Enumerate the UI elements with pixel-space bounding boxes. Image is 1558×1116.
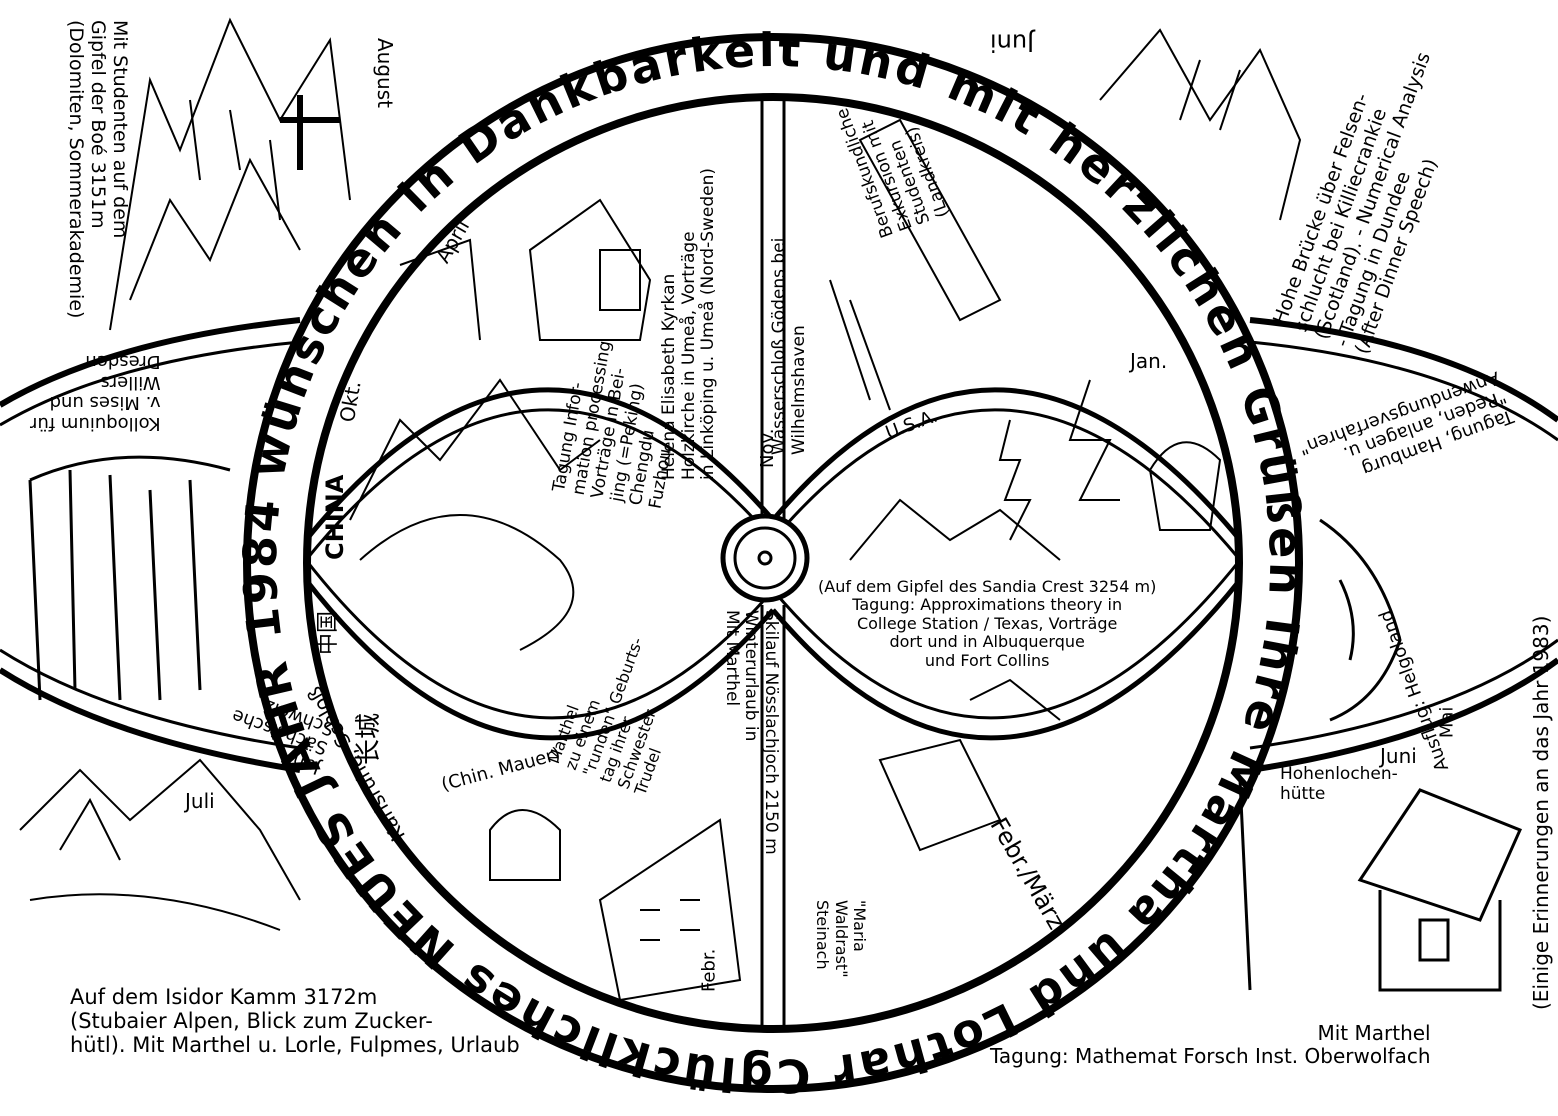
chalet-sketch-steinach bbox=[878, 678, 1061, 852]
mountain-sketch-top-left bbox=[109, 17, 351, 331]
church-sketch-april bbox=[399, 198, 652, 341]
china-mountains-sketch bbox=[349, 378, 601, 651]
cliffs-left-band bbox=[28, 455, 231, 701]
china-label: CHINA bbox=[321, 474, 349, 560]
bridge-sketch-nov bbox=[829, 118, 1002, 411]
ring-greeting-text: glückliches NEUES JAHR 1984 wünschen in … bbox=[0, 0, 1310, 1103]
month-febr: Febr. bbox=[698, 948, 720, 993]
month-august: August bbox=[373, 38, 397, 108]
wheel bbox=[243, 33, 1303, 1093]
month-juni-bottom: Juni bbox=[1380, 744, 1417, 768]
castle-sketch-karlsruhe bbox=[489, 809, 742, 1002]
hut-sketch-bottom-right bbox=[1238, 779, 1523, 992]
caption-hohenlochen: Hohenlochen-hütte bbox=[1280, 764, 1398, 804]
china-characters: 中国 bbox=[316, 610, 341, 655]
horizontal-band bbox=[0, 317, 1558, 773]
month-juni-top: Juni bbox=[990, 28, 1035, 57]
month-jan-usa: Jan. bbox=[1130, 349, 1168, 373]
caption-isidor: Auf dem Isidor Kamm 3172m(Stubaier Alpen… bbox=[70, 985, 520, 1058]
caption-erinnerungen: (Einige Erinnerungen an das Jahr 1983) bbox=[1529, 615, 1553, 1010]
usa-trees-sketch bbox=[849, 379, 1222, 561]
month-juli: Juli bbox=[185, 789, 215, 813]
caption-usa: (Auf dem Gipfel des Sandia Crest 3254 m)… bbox=[818, 577, 1157, 670]
coast-sketch-right-band bbox=[1319, 518, 1402, 722]
mountain-sketch-top-right bbox=[1099, 28, 1302, 221]
alps-sketch-bottom-left bbox=[19, 758, 301, 931]
